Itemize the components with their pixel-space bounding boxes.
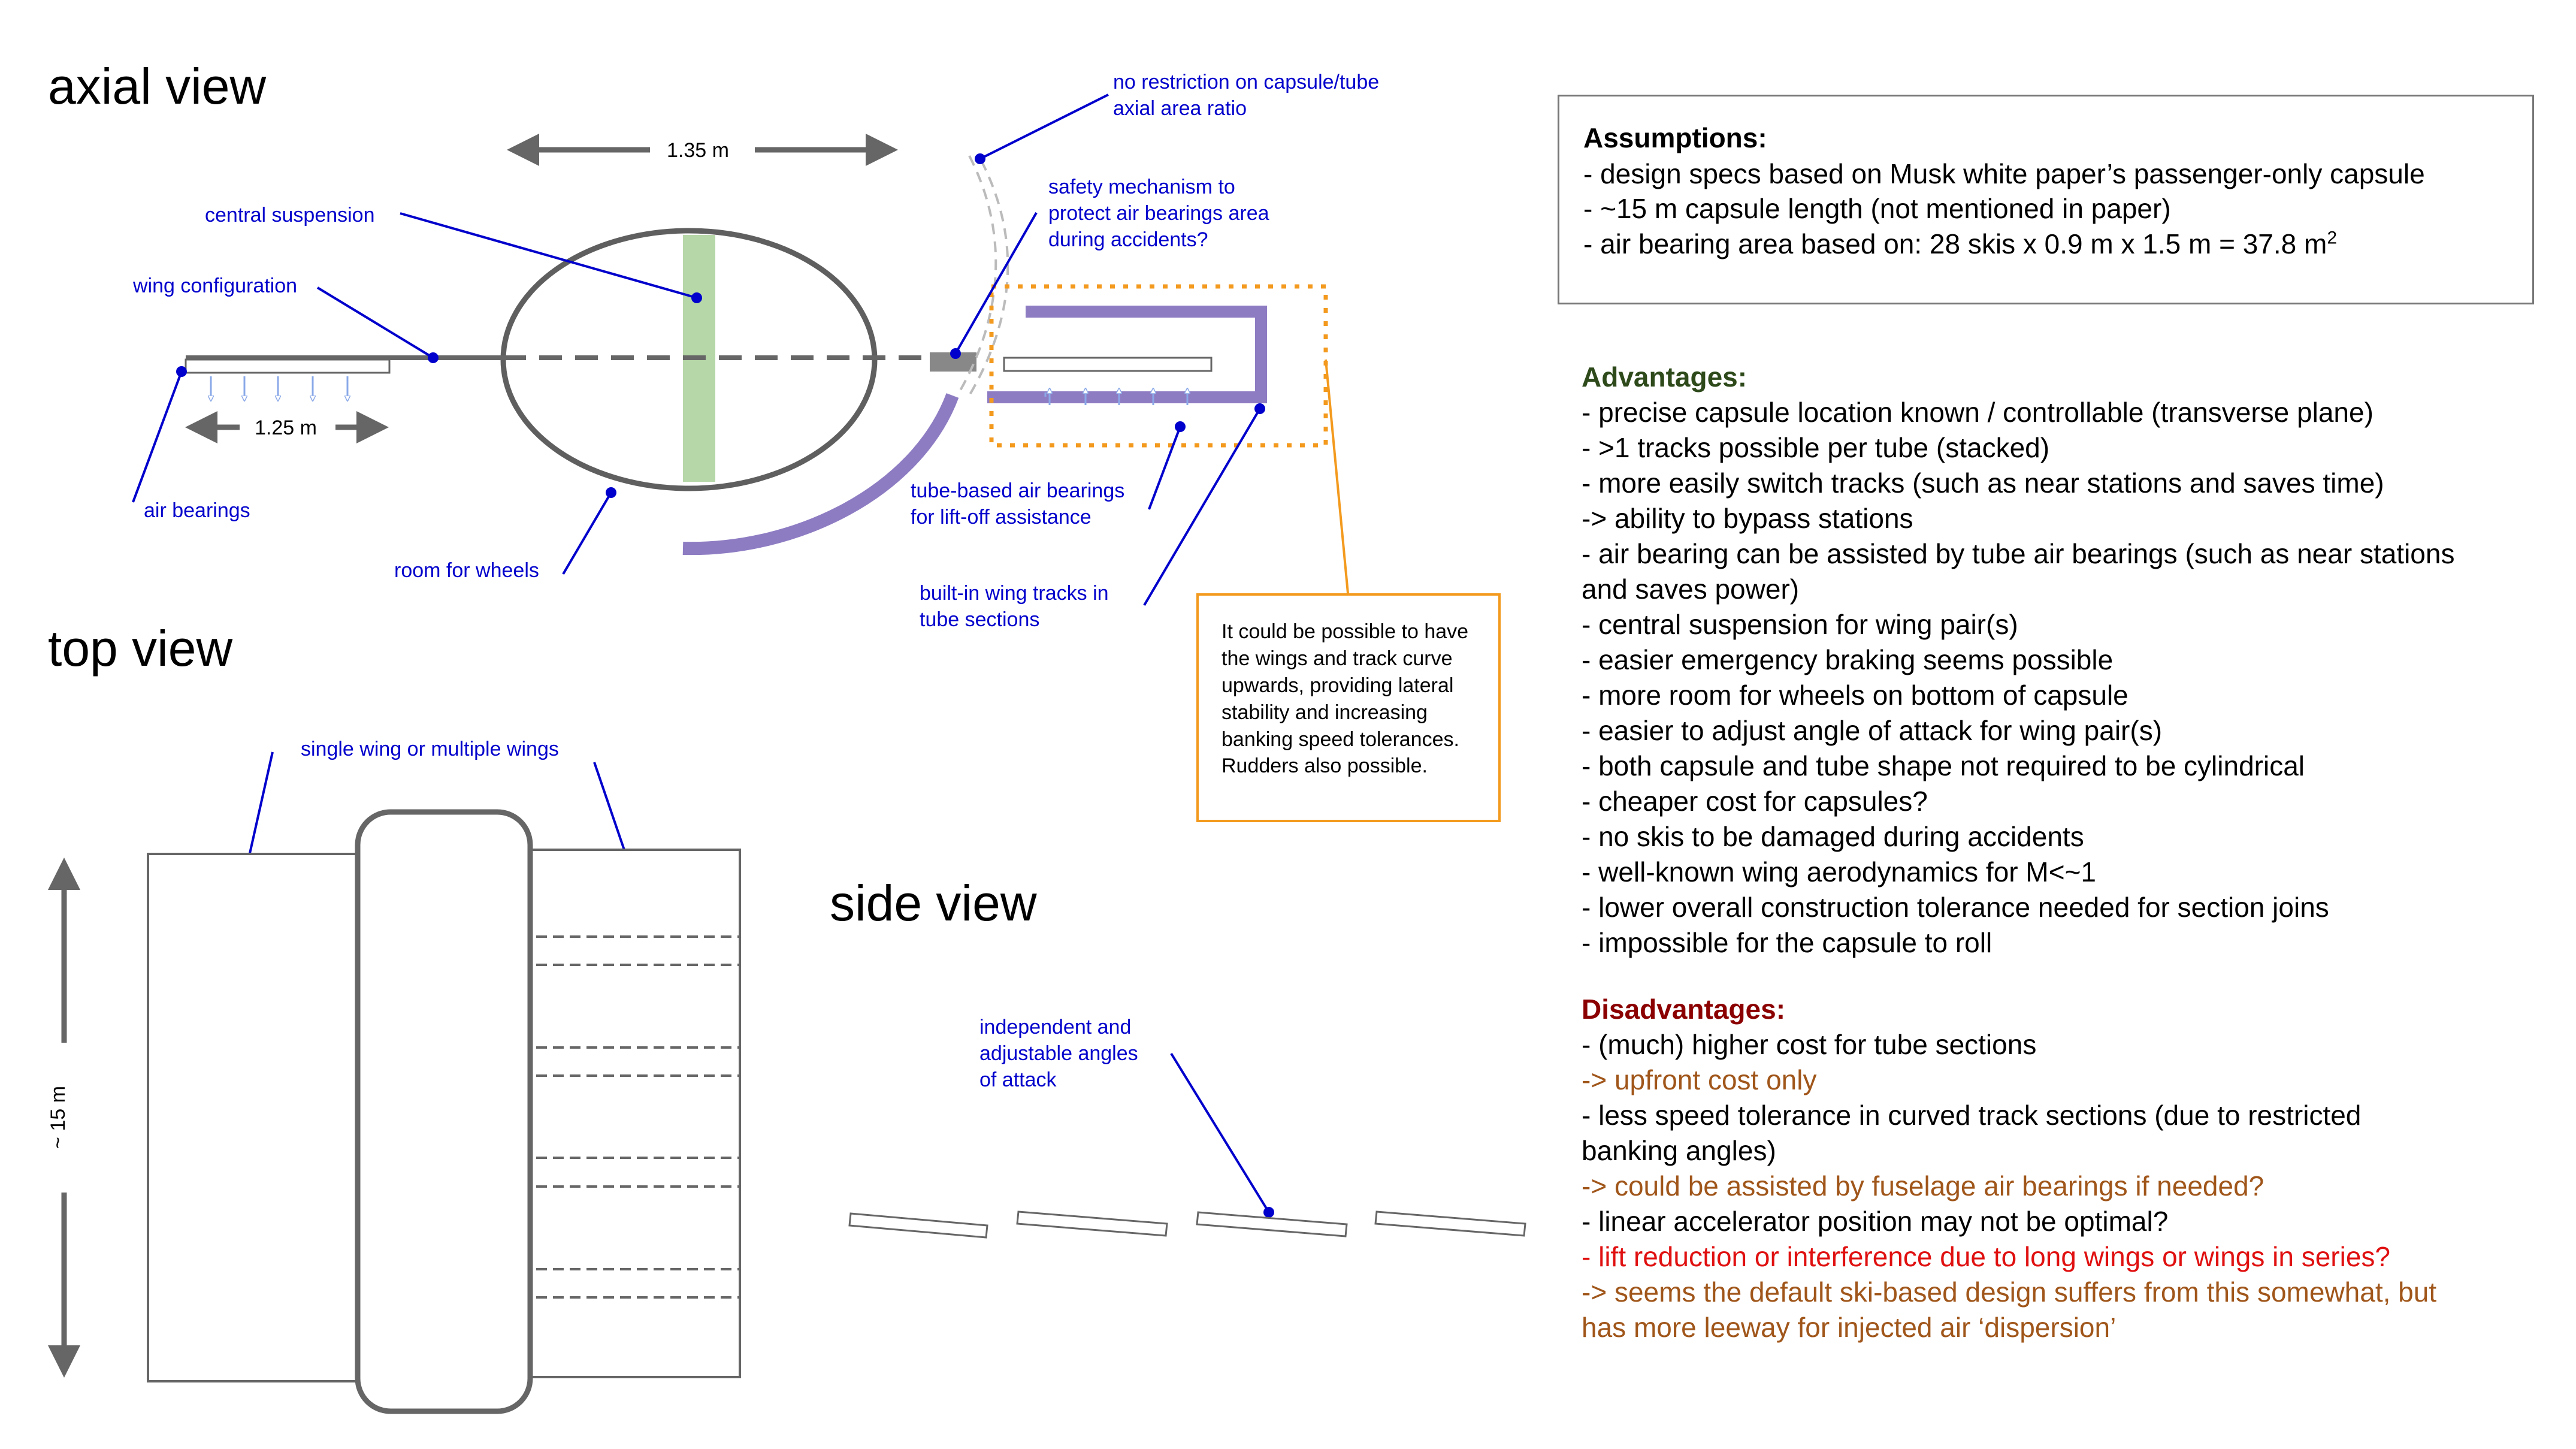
built-in-wing-tracks-label: built-in wing tracks in tube sections [920,582,1109,632]
assumptions-box: Assumptions: - design specs based on Mus… [1558,95,2534,304]
list-item: - lift reduction or interference due to … [1582,1241,2391,1272]
built-in-wing-track [987,306,1267,403]
list-item: - easier to adjust angle of attack for w… [1582,715,2163,746]
disadvantages-list: Disadvantages: - (much) higher cost for … [1582,992,2564,1345]
disadvantages-heading: Disadvantages: [1582,994,1786,1025]
list-item: -> seems the default ski-based design su… [1582,1276,2437,1308]
safety-mechanism-label: safety mechanism to protect air bearings… [1048,176,1269,252]
list-item: - both capsule and tube shape not requir… [1582,750,2305,781]
safety-zone-dotted-box [989,284,1328,448]
list-item: banking angles) [1582,1135,1776,1166]
assumption-line: - ~15 m capsule length (not mentioned in… [1583,193,2171,225]
list-item: -> upfront cost only [1582,1064,1817,1095]
list-item: - less speed tolerance in curved track s… [1582,1100,2362,1131]
note-connector [1325,359,1349,594]
dimension-135-label: 1.35 m [667,139,729,162]
capsule-top [355,809,533,1414]
tube-air-flow-arrows [1044,391,1187,405]
left-air-flow-arrows [211,376,347,399]
tube-wall-curve [682,393,959,556]
assumption-line: - air bearing area based on: 28 skis x 0… [1583,227,2508,261]
note-box: It could be possible to have the wings a… [1196,593,1501,822]
side-view-wings [848,1210,1526,1239]
wings-label: single wing or multiple wings [301,738,559,760]
wing-configuration-label: wing configuration [133,274,298,297]
central-suspension-label: central suspension [205,204,375,227]
list-item: - air bearing can be assisted by tube ai… [1582,538,2455,569]
dimension-125-label: 1.25 m [255,416,317,439]
left-wing-top [147,853,362,1382]
list-item: - central suspension for wing pair(s) [1582,609,2018,640]
list-item: has more leeway for injected air ‘disper… [1582,1312,2117,1343]
right-wing-plate [1003,357,1213,372]
list-item: - lower overall construction tolerance n… [1582,892,2329,923]
list-item: - precise capsule location known / contr… [1582,397,2374,428]
air-bearings-label: air bearings [144,499,250,522]
advantages-list: Advantages: - precise capsule location k… [1582,360,2564,961]
room-for-wheels-label: room for wheels [394,559,539,582]
list-item: - well-known wing aerodynamics for M<~1 [1582,856,2097,887]
advantages-heading: Advantages: [1582,361,1747,393]
assumption-line: - design specs based on Musk white paper… [1583,158,2425,189]
side-view-title: side view [830,875,1037,931]
assumption-line-text: - air bearing area based on: 28 skis x 0… [1583,228,2327,259]
left-air-bearing-plate [185,358,391,374]
list-item: - linear accelerator position may not be… [1582,1206,2169,1237]
list-item: - impossible for the capsule to roll [1582,927,1993,958]
list-item: - (much) higher cost for tube sections [1582,1029,2037,1060]
wing-segment-dividers [536,935,740,1299]
superscript: 2 [2327,228,2338,248]
annotation-leaders [132,93,1270,1213]
tube-based-air-bearings-label: tube-based air bearings for lift-off ass… [911,479,1125,529]
list-item: - no skis to be damaged during accidents [1582,821,2084,852]
list-item: - more easily switch tracks (such as nea… [1582,467,2384,499]
assumptions-heading: Assumptions: [1583,122,1767,153]
angles-of-attack-label: independent and adjustable angles of att… [979,1016,1138,1092]
list-item: -> ability to bypass stations [1582,503,1913,534]
top-view-title: top view [48,620,233,677]
axial-view-title: axial view [48,58,267,114]
length-label: ~ 15 m [46,1086,69,1149]
no-restriction-label: no restriction on capsule/tube axial are… [1113,71,1380,120]
list-item: - cheaper cost for capsules? [1582,786,1928,817]
list-item: - >1 tracks possible per tube (stacked) [1582,432,2050,463]
list-item: -> could be assisted by fuselage air bea… [1582,1170,2264,1202]
list-item: - more room for wheels on bottom of caps… [1582,680,2128,711]
list-item: - easier emergency braking seems possibl… [1582,644,2114,675]
list-item: and saves power) [1582,573,1800,605]
